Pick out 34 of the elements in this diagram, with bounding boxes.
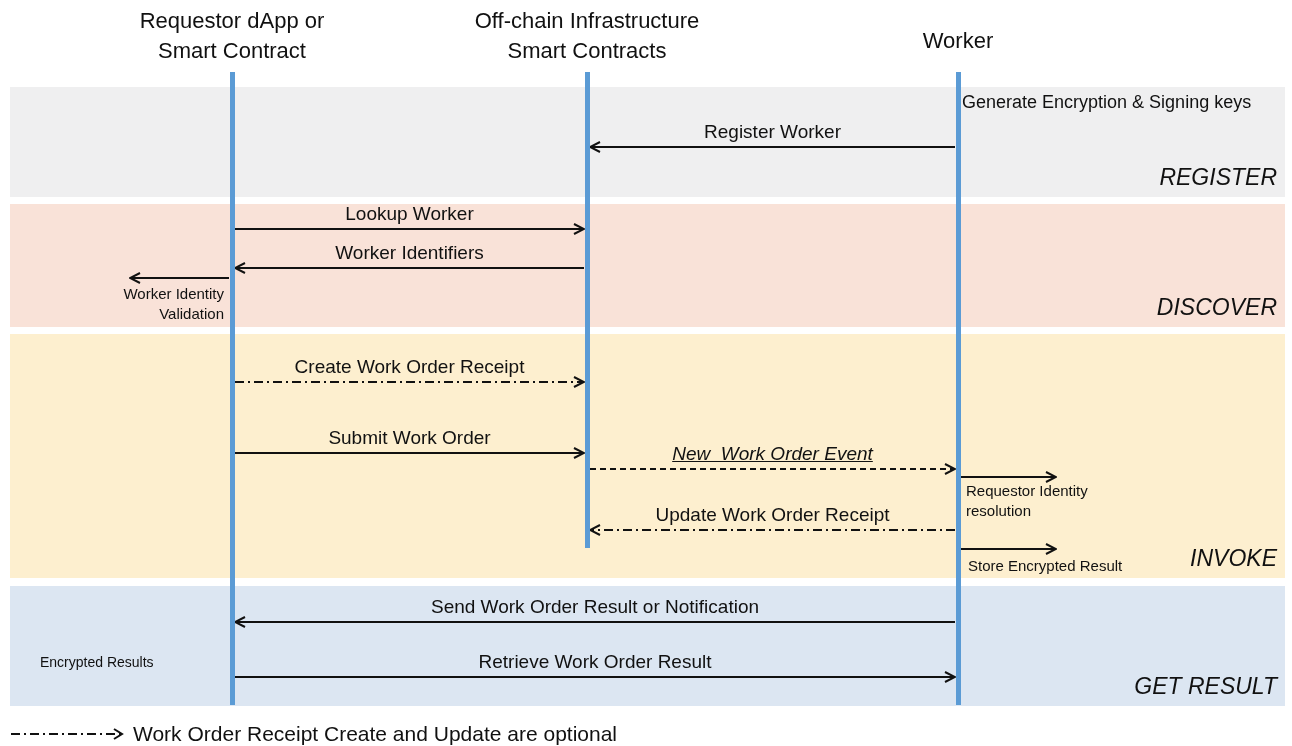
arrow bbox=[234, 447, 585, 459]
arrow bbox=[589, 463, 956, 475]
arrow bbox=[960, 471, 1057, 483]
edge-label: Requestor Identity resolution bbox=[966, 481, 1089, 521]
arrow bbox=[129, 272, 230, 284]
edge-label: New Work Order Event bbox=[672, 442, 873, 466]
phase-label: DISCOVER bbox=[1156, 293, 1277, 321]
edge-label: Create Work Order Receipt bbox=[294, 355, 525, 379]
arrow bbox=[234, 671, 956, 683]
note-text: Generate Encryption & Signing keys bbox=[962, 91, 1253, 114]
phase-label: GET RESULT bbox=[1134, 672, 1277, 700]
edge-label: Store Encrypted Result bbox=[968, 556, 1124, 576]
edge-label: Lookup Worker bbox=[345, 202, 474, 226]
arrow bbox=[234, 376, 585, 388]
phase-label: INVOKE bbox=[1190, 544, 1277, 572]
arrow bbox=[234, 616, 956, 628]
phase-label: REGISTER bbox=[1159, 163, 1277, 191]
edge-label: Retrieve Work Order Result bbox=[478, 650, 712, 674]
participant-label: Worker bbox=[921, 27, 995, 55]
edge-label: Update Work Order Receipt bbox=[655, 503, 890, 527]
arrow bbox=[589, 524, 956, 536]
arrow bbox=[234, 262, 585, 274]
arrow bbox=[234, 223, 585, 235]
note-text: Encrypted Results bbox=[40, 653, 155, 672]
arrow bbox=[589, 141, 956, 153]
edge-label: Worker Identity Validation bbox=[122, 284, 224, 324]
edge-label: Worker Identifiers bbox=[335, 241, 484, 265]
participant-label: Off-chain Infrastructure Smart Contracts bbox=[473, 7, 701, 65]
legend-text: Work Order Receipt Create and Update are optional bbox=[133, 721, 618, 746]
edge-label: Submit Work Order bbox=[328, 426, 491, 450]
arrow bbox=[960, 543, 1057, 555]
participant-label: Requestor dApp or Smart Contract bbox=[138, 7, 326, 65]
edge-label: Register Worker bbox=[704, 120, 841, 144]
edge-label: Send Work Order Result or Notification bbox=[430, 595, 760, 619]
